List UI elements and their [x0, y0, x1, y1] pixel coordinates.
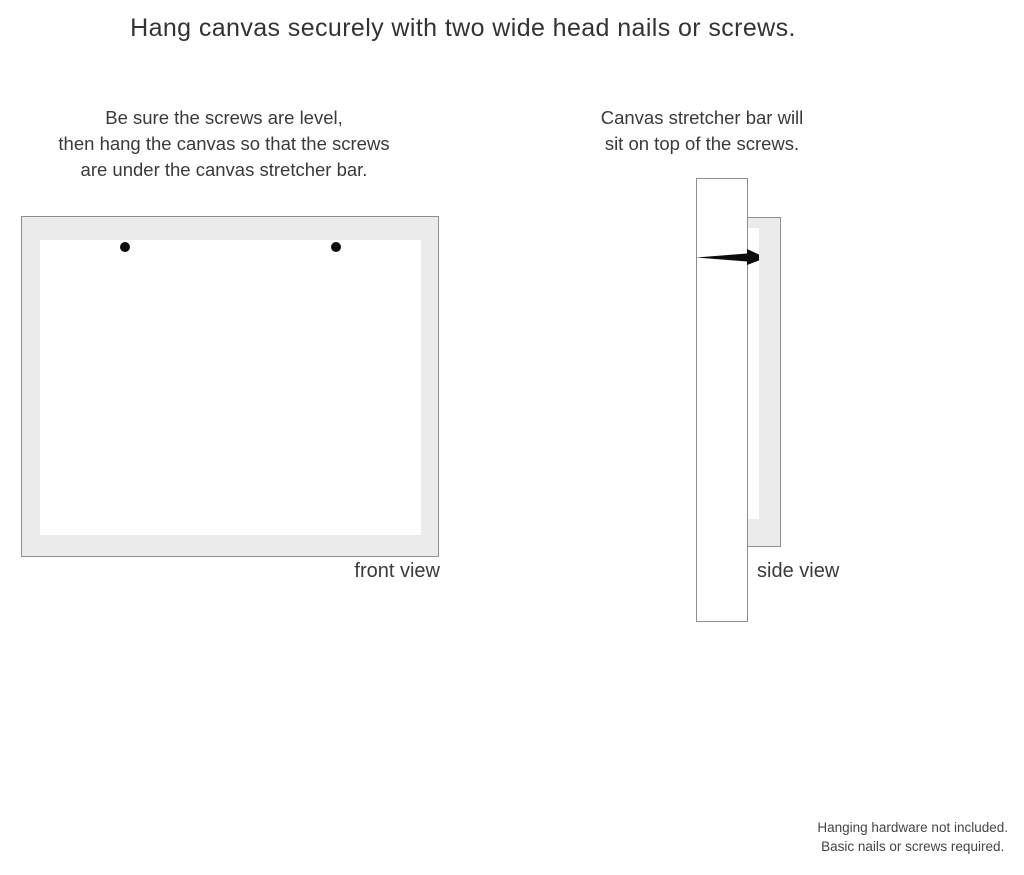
wall-bar — [696, 178, 748, 622]
canvas-side-face — [748, 228, 759, 519]
front-instruction-note: Be sure the screws are level, then hang … — [58, 105, 389, 183]
nail-shaft — [696, 253, 747, 262]
note-line: Basic nails or screws required. — [821, 839, 1005, 854]
hardware-disclaimer: Hanging hardware not included. Basic nai… — [817, 818, 1008, 856]
canvas-front-panel — [21, 216, 439, 557]
note-line: Hanging hardware not included. — [817, 820, 1008, 835]
left-screw-dot — [120, 242, 130, 252]
note-line: Canvas stretcher bar will — [600, 107, 804, 128]
nail-head — [747, 249, 759, 265]
note-line: then hang the canvas so that the screws — [58, 133, 390, 154]
right-screw-dot — [331, 242, 341, 252]
note-line: sit on top of the screws. — [604, 133, 800, 154]
front-view-label: front view — [354, 560, 440, 582]
nail-icon — [696, 249, 759, 265]
page-title: Hang canvas securely with two wide head … — [130, 14, 796, 42]
canvas-front-face — [40, 240, 421, 535]
side-view-label: side view — [757, 560, 840, 582]
side-instruction-note: Canvas stretcher bar will sit on top of … — [601, 105, 804, 157]
note-line: are under the canvas stretcher bar. — [80, 159, 368, 180]
note-line: Be sure the screws are level, — [105, 107, 343, 128]
